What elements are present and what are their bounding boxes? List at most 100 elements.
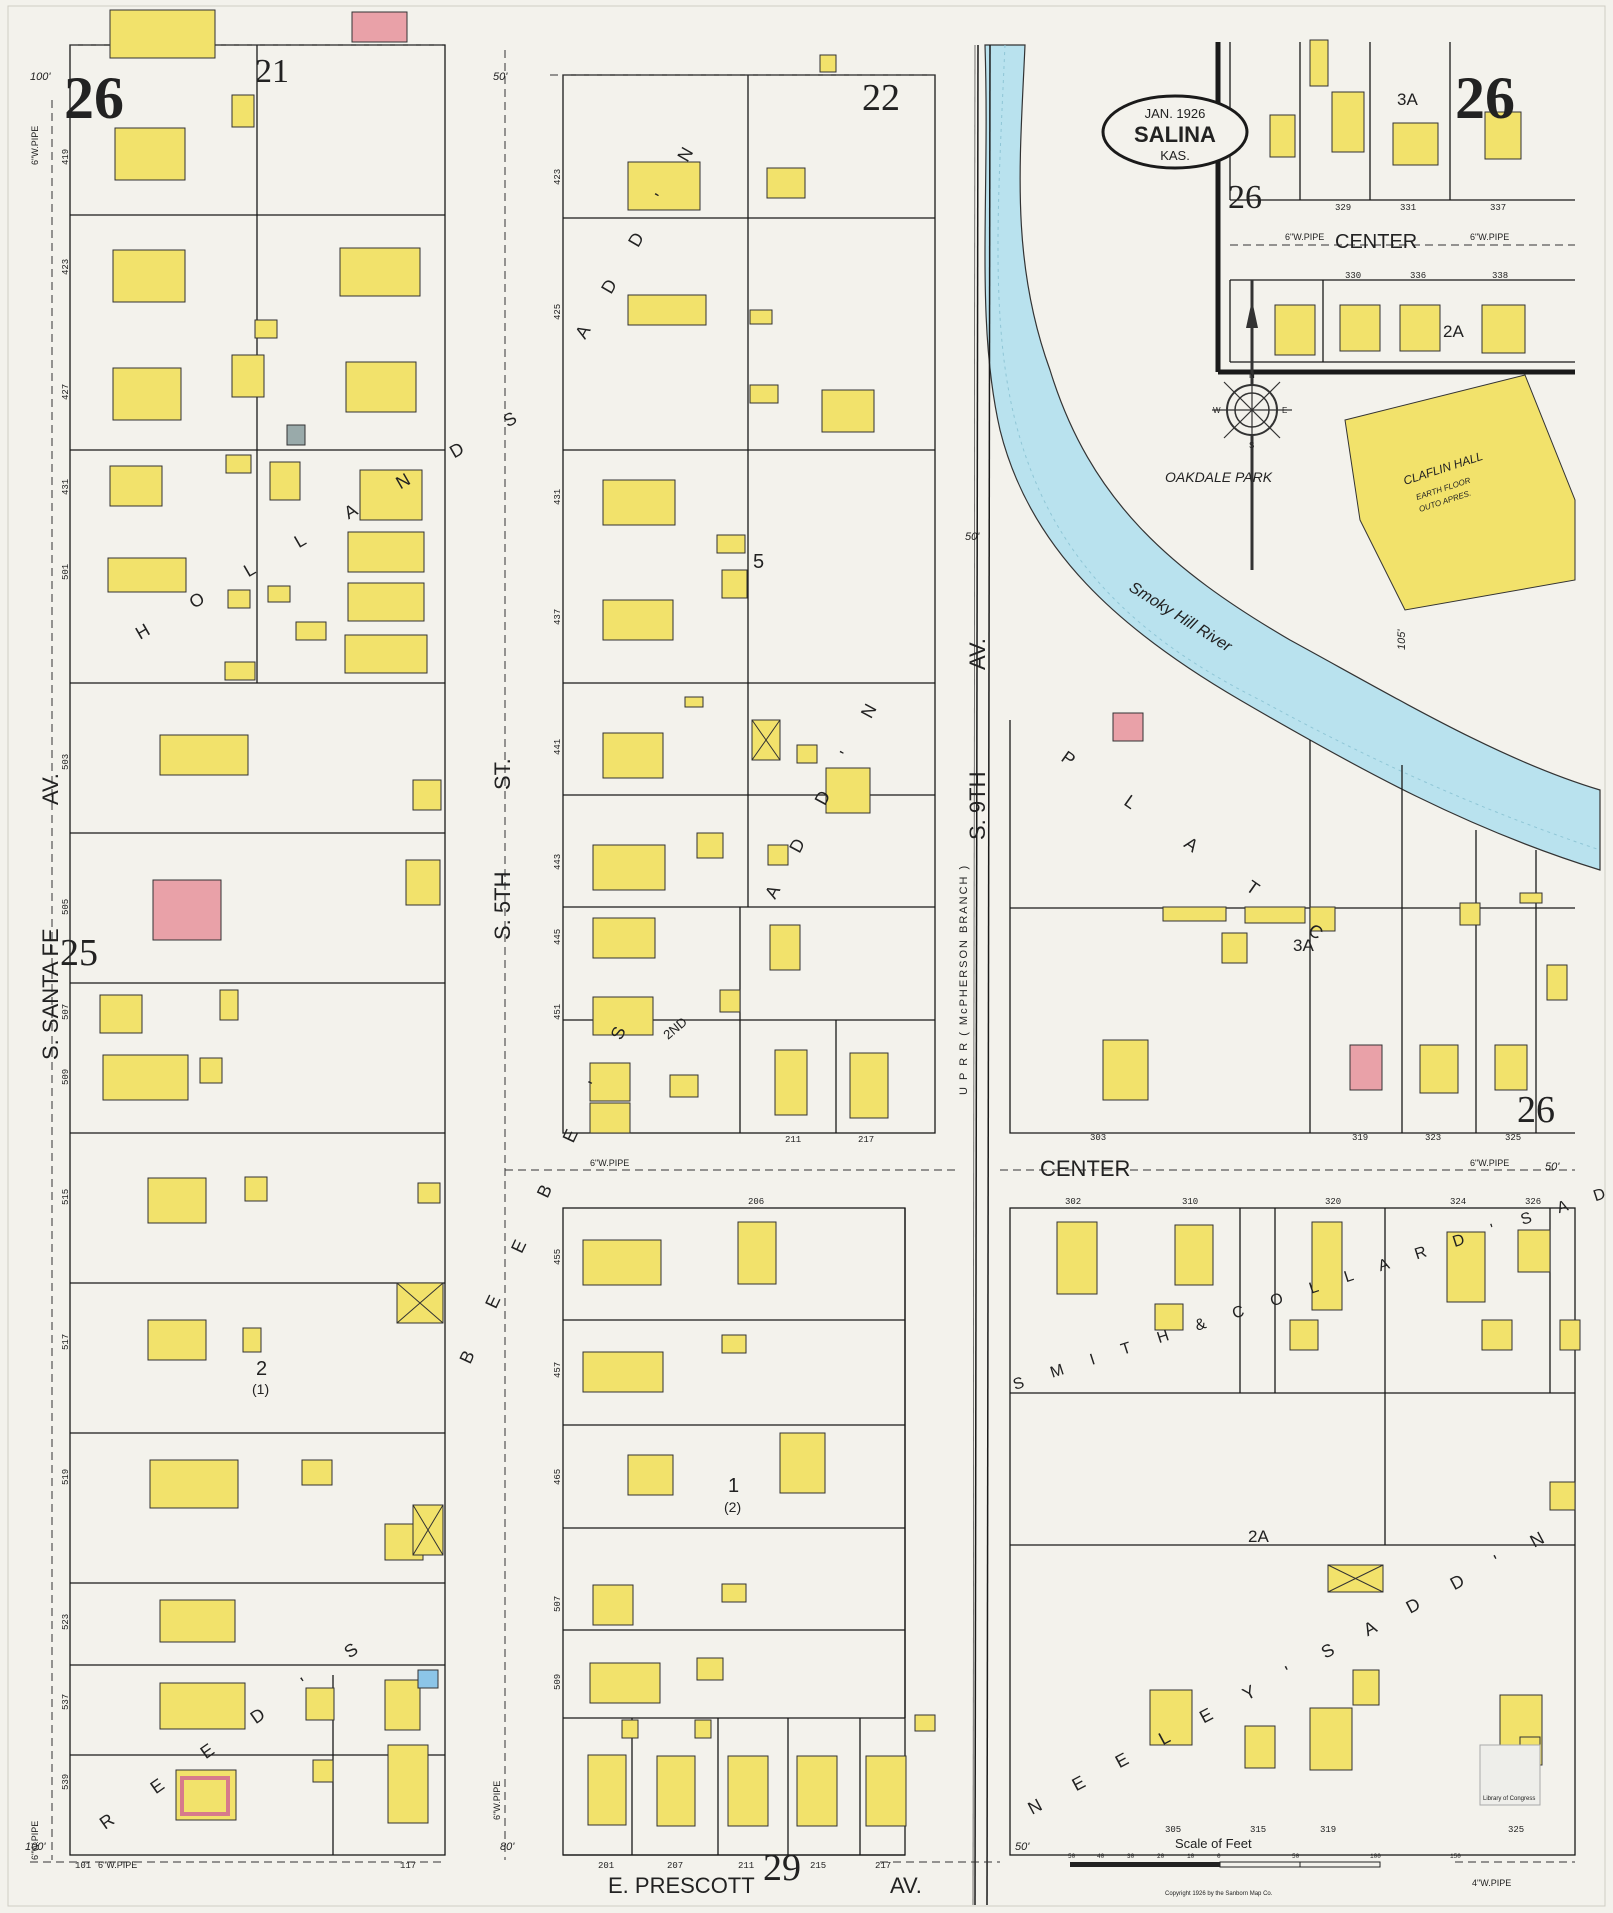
addr-prescott-3: 215 [810, 1861, 826, 1871]
addr-prescott-0: 201 [598, 1861, 614, 1871]
addr-sf-11: 519 [61, 1469, 71, 1485]
addr-sf-2: 427 [61, 384, 71, 400]
addr-misc-0: 206 [748, 1197, 764, 1207]
title-state: KAS. [1160, 148, 1190, 163]
compass-w: W [1213, 406, 1221, 415]
sheet-ref-29: 29 [763, 1847, 801, 1889]
addr-misc-6: 325 [1508, 1825, 1524, 1835]
river-centerline [997, 44, 1601, 851]
addr-5th-0: 423 [553, 169, 563, 185]
dim-50-top: 50' [493, 71, 508, 83]
addr-top-3: 330 [1345, 271, 1361, 281]
pipe-label-top-right: 6"W.PIPE [1470, 232, 1509, 242]
addr-sf-9: 515 [61, 1189, 71, 1205]
park-label: OAKDALE PARK [1165, 469, 1273, 485]
scale-tick-5: 0 [1217, 1853, 1221, 1860]
addr-center-s-1: 310 [1182, 1197, 1198, 1207]
pipe-label-bottom-right: 4"W.PIPE [1472, 1878, 1511, 1888]
smoky-hill-river [984, 44, 1601, 871]
street-fifth: S. 5TH [490, 872, 515, 940]
pipe-label-center-right: 6"W.PIPE [1470, 1158, 1509, 1168]
addr-center-s-4: 326 [1525, 1197, 1541, 1207]
street-centerlines [30, 44, 1575, 1863]
addr-sf-12: 523 [61, 1614, 71, 1630]
blocks-column-3 [1009, 720, 1576, 1856]
addr-sf-8: 509 [61, 1069, 71, 1085]
sheet-ref-25: 25 [60, 932, 98, 974]
addr-center-n-0: 303 [1090, 1133, 1106, 1143]
compass-n: N [1249, 371, 1255, 380]
dim-100-top: 100' [30, 71, 51, 83]
title-date: JAN. 1926 [1145, 106, 1206, 121]
addr-top-2: 337 [1490, 203, 1506, 213]
addr-misc-3: 305 [1165, 1825, 1181, 1835]
dim-50-ninth: 50' [965, 531, 980, 543]
addr-misc-4: 315 [1250, 1825, 1266, 1835]
sheet-ref-26-right: 26 [1517, 1089, 1555, 1131]
scale-tick-2: 30 [1127, 1853, 1135, 1860]
addr-5th-1: 425 [553, 304, 563, 320]
addr-sf-13: 537 [61, 1694, 71, 1710]
dim-100-bottom: 100' [25, 1841, 46, 1853]
dim-50-bottom: 50' [1015, 1841, 1030, 1853]
grey-outbuilding [286, 424, 306, 446]
sheet-ref-22: 22 [862, 77, 900, 119]
railroad-rail-east [986, 44, 991, 1906]
addr-sf-6: 505 [61, 899, 71, 915]
addr-5th-6: 445 [553, 929, 563, 945]
addr-misc-2: 217 [858, 1135, 874, 1145]
compass-e: E [1282, 406, 1287, 415]
street-prescott: E. PRESCOTT [608, 1873, 755, 1898]
addr-prescott-2: 211 [738, 1861, 754, 1871]
addr-5th-9: 457 [553, 1362, 563, 1378]
copyright: Copyright 1926 by the Sanborn Map Co. [1165, 1891, 1273, 1897]
addr-sf-10: 517 [61, 1334, 71, 1350]
addr-prescott-4: 217 [875, 1861, 891, 1871]
addr-5th-4: 441 [553, 739, 563, 755]
railroad-rail-west [974, 44, 979, 1906]
block-number-5: 5 [753, 551, 764, 573]
dim-50-center: 50' [1545, 1161, 1560, 1173]
addr-top-5: 338 [1492, 271, 1508, 281]
block-number-3a-top: 3A [1397, 90, 1418, 109]
addr-prescott-1: 207 [667, 1861, 683, 1871]
scale-tick-4: 10 [1187, 1853, 1195, 1860]
block-number-2a-top: 2A [1443, 322, 1464, 341]
addr-5th-3: 437 [553, 609, 563, 625]
street-fifth-st: ST. [490, 758, 515, 790]
addr-misc-5: 319 [1320, 1825, 1336, 1835]
addr-5th-5: 443 [553, 854, 563, 870]
title-cartouche [1101, 94, 1249, 170]
crossed-structures [396, 719, 1384, 1593]
dim-105: 105' [1396, 629, 1408, 650]
row-line-west [972, 44, 976, 1906]
addr-center-n-3: 325 [1505, 1133, 1521, 1143]
compass-s: S [1249, 441, 1254, 450]
street-ninth-av: AV. [965, 638, 990, 670]
blue-outbuilding [417, 1669, 439, 1689]
sheet-border [7, 5, 1606, 1907]
addr-center-s-3: 324 [1450, 1197, 1466, 1207]
pipe-label-bottom-left: 6"W.PIPE [98, 1860, 137, 1870]
addr-5th-2: 431 [553, 489, 563, 505]
library-stamp: Library of Congress [1483, 1796, 1535, 1802]
sheet-number-right: 26 [1455, 65, 1515, 131]
street-santa-fe: S. SANTA FE [38, 928, 63, 1060]
addr-center-s-0: 302 [1065, 1197, 1081, 1207]
pipe-label-fifth: 6"W.PIPE [492, 1781, 502, 1820]
sheet-ref-26-top: 26 [1228, 179, 1262, 216]
scale-tick-0: 50 [1068, 1853, 1076, 1860]
addr-sf-3: 431 [61, 479, 71, 495]
pipe-label-santa-fe-top: 6"W.PIPE [30, 126, 40, 165]
railroad-label: U P R R ( McPHERSON BRANCH ) [958, 864, 970, 1095]
addr-misc-7: 117 [400, 1861, 416, 1871]
block-number-1: 1 [728, 1475, 739, 1497]
block-number-1-paren: (2) [724, 1499, 741, 1515]
library-stamp-box [1479, 1744, 1541, 1806]
block-number-2: 2 [256, 1358, 267, 1380]
addr-sf-1: 423 [61, 259, 71, 275]
street-center: CENTER [1040, 1156, 1130, 1181]
addr-5th-11: 507 [553, 1596, 563, 1612]
dwellings [99, 9, 1581, 1827]
